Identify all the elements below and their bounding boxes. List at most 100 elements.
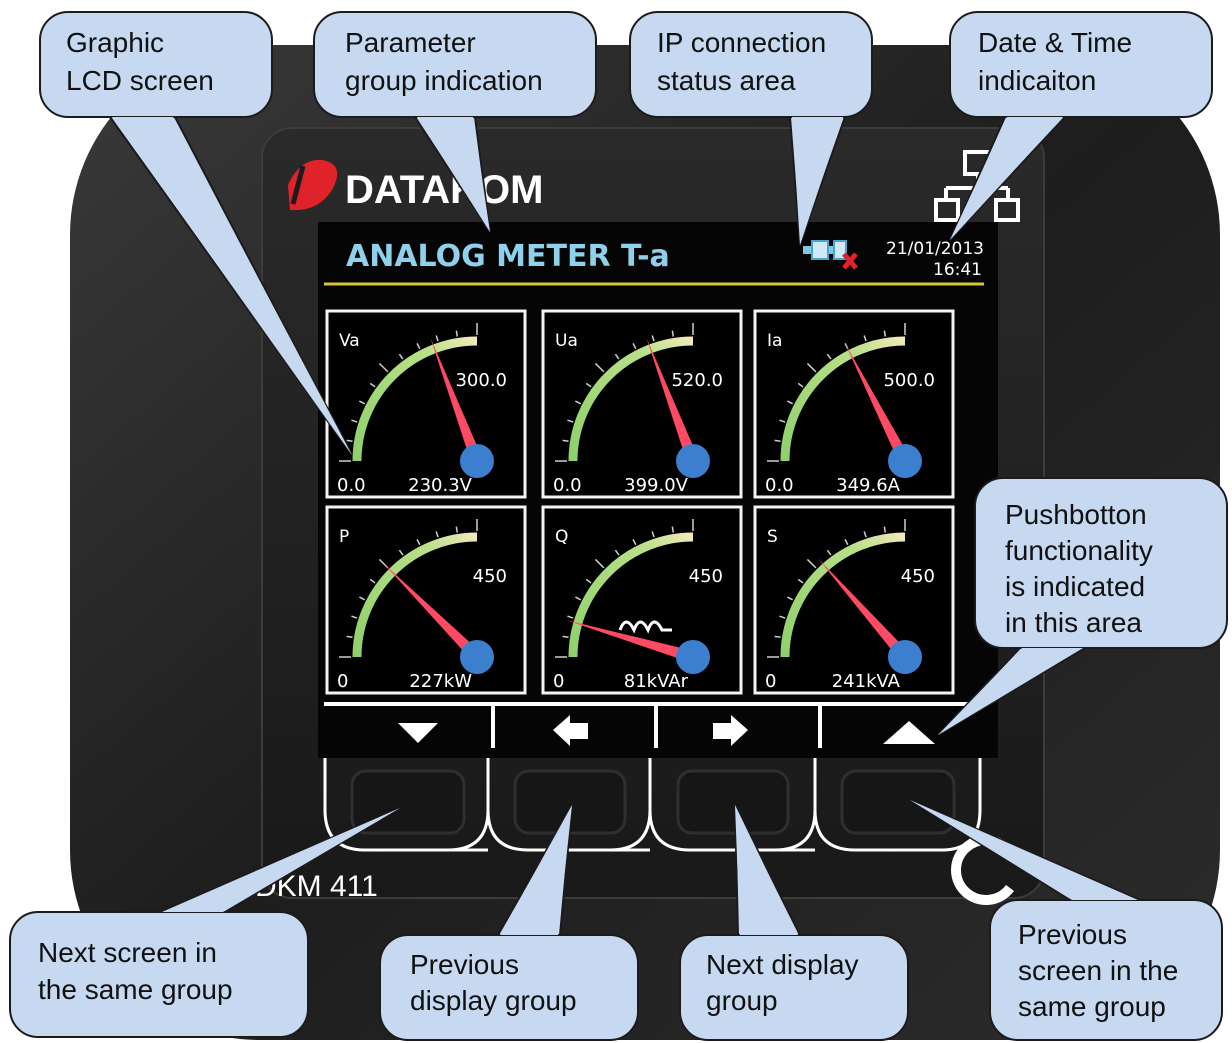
gauge-tick [594,558,605,569]
gauge-tick [779,419,786,423]
gauge-reading: 227kW [409,671,472,692]
gauge-reading: 81kVAr [624,671,689,692]
gauge-tick [797,578,804,584]
gauge-tick [632,343,637,350]
callout-text: is indicated [1005,571,1145,602]
callout-pointer-fill [417,117,490,232]
callout-text: Next display [706,949,859,980]
callout-pointer-fill [910,800,1138,900]
callout-pushbutton: Pushbotton functionality is indicated in th… [937,477,1228,736]
gauge-scale-arc [780,532,906,658]
gauge-tick [594,362,605,373]
gauge-max: 450 [901,566,935,587]
gauge-max: 300.0 [455,370,507,391]
datakom-logo: DATAKOM [288,159,543,212]
gauge-tick [632,539,637,546]
callout-text: group indication [345,65,543,96]
gauge-label: Va [339,331,360,351]
inductive-load-icon [618,620,672,634]
callout-text: Date & Time [978,27,1132,58]
gauge-tick [797,382,804,388]
gauge-reading: 399.0V [624,475,689,496]
gauge-tick [359,596,366,601]
gauge-tick [562,439,569,443]
callout-param-group: Parameter group indication [313,11,597,233]
gauge-min: 0.0 [765,475,794,496]
gauge-min: 0.0 [337,475,366,496]
callout-text: LCD screen [66,65,214,96]
gauge-tick [614,549,620,556]
screen-date: 21/01/2013 [886,239,984,259]
gauge-reading: 349.6A [836,475,901,496]
callout-pointer-fill [938,648,1083,735]
gauge-needle [566,620,695,663]
callout-text: group [706,985,778,1016]
gauge-tick [585,382,592,388]
gauge-label: Ia [767,331,782,351]
button-up[interactable] [840,769,956,835]
callout-pointer-fill [792,117,843,245]
gauge-tick [863,531,867,538]
gauge-tick [575,596,582,601]
gauge-tick [346,439,353,443]
gauge-tick [398,353,404,360]
gauge-reading: 230.3V [408,475,473,496]
gauge-tick [378,362,389,373]
gauge-label: S [767,527,778,547]
gauge-label: P [339,527,349,547]
gauge-grid: Va 300.0 0.0 230.3V Ua 520.0 0.0 399.0V Ia 500.0 0… [325,309,955,695]
gauge-hub [460,640,494,674]
gauge-tick [774,439,781,443]
gauge-min: 0 [765,671,776,692]
gauge-tick [774,635,781,639]
callout-text: functionality [1005,535,1153,566]
gauge-tick [826,353,832,360]
gauge-tick [787,596,794,601]
callout-text: status area [657,65,796,96]
arrow-up-icon [883,721,935,744]
callout-pointer-fill [735,805,798,935]
softkey-bar [324,702,984,748]
gauge-tick [806,558,817,569]
gauge-min: 0.0 [553,475,582,496]
callout-pointer-fill [950,117,1063,240]
gauge-ua: Ua 520.0 0.0 399.0V [541,309,743,499]
gauge-tick [351,419,358,423]
gauge-tick [671,330,675,337]
gauge-max: 520.0 [671,370,723,391]
callout-next-group: Next display group [679,804,909,1041]
callout-box [629,11,873,118]
screen-title: ANALOG METER T-a [346,239,670,274]
gauge-max: 450 [473,566,507,587]
gauge-tick [359,400,366,405]
gauge-scale-arc [780,336,906,462]
gauge-tick [567,419,574,423]
gauge-hub [676,444,710,478]
gauge-tick [614,353,620,360]
gauge-max: 450 [689,566,723,587]
callout-text: in this area [1005,607,1142,638]
gauge-label: Ua [555,331,578,351]
callout-text: Pushbotton [1005,499,1147,530]
callout-text: Parameter [345,27,476,58]
gauge-max: 500.0 [883,370,935,391]
gauge-tick [369,578,376,584]
gauge-needle [845,343,911,464]
callout-text: same group [1018,991,1166,1022]
gauge-tick [863,335,867,342]
callout-pointer-fill [500,805,572,935]
callout-text: screen in the [1018,955,1178,986]
gauge-tick [369,382,376,388]
brand-name: DATAKOM [345,168,543,212]
gauge-hub [888,640,922,674]
button-right[interactable] [676,769,790,835]
gauge-tick [779,615,786,619]
gauge-tick [883,526,887,533]
arrow-down-icon [398,723,438,743]
gauge-tick [351,615,358,619]
